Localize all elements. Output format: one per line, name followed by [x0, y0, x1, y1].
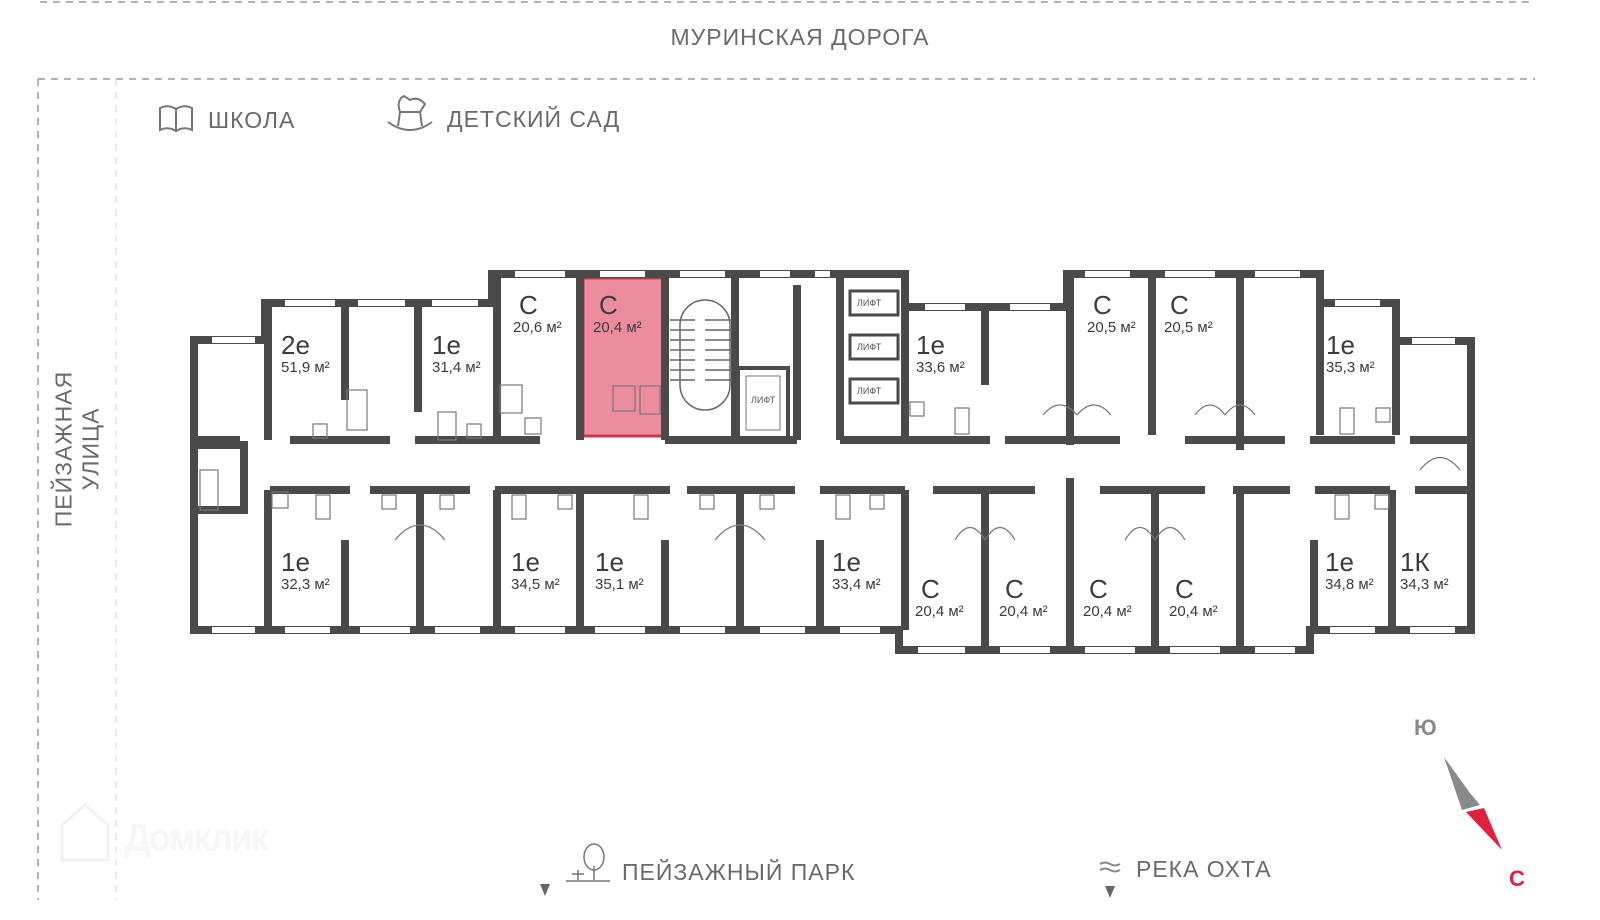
street-left-label: ПЕЙЗАЖНАЯ УЛИЦА: [50, 370, 104, 528]
domclick-watermark: Домклик: [60, 803, 268, 862]
apartment-area: 34,8 м²: [1325, 576, 1374, 593]
apartment-type: С: [1089, 574, 1108, 604]
apartment-area: 20,5 м²: [1164, 319, 1213, 336]
apartment-type: 1е: [595, 547, 624, 577]
kindergarten-rocking-horse-icon: [387, 94, 433, 131]
compass-north-label: С: [1509, 866, 1525, 891]
apartment-type: 1е: [916, 330, 945, 360]
apartment-area: 34,5 м²: [511, 576, 560, 593]
apartment-area: 20,4 м²: [1083, 603, 1132, 620]
apartment-type: 1е: [432, 330, 461, 360]
apartment-type: С: [1093, 290, 1112, 320]
kindergarten-label: ДЕТСКИЙ САД: [447, 106, 621, 132]
apartment-type: С: [599, 290, 618, 320]
apartment-type: 2е: [281, 330, 310, 360]
apartment-type: 1е: [1326, 330, 1355, 360]
elevator-label: ЛИФТ: [751, 395, 776, 405]
staircase: [670, 299, 732, 411]
bathroom-fixtures: [199, 384, 1461, 541]
apartment-type: С: [1175, 574, 1194, 604]
apartment-area: 20,4 м²: [593, 319, 642, 336]
site-boundary: [37, 1, 1535, 900]
apartment-type: С: [921, 574, 940, 604]
park-tree-icon: [566, 843, 610, 882]
elevators: ЛИФТ ЛИФТ ЛИФТ ЛИФТ: [736, 289, 900, 440]
school-label: ШКОЛА: [208, 107, 296, 133]
compass-south-label: Ю: [1414, 715, 1437, 740]
apartment-type: С: [519, 290, 538, 320]
compass-icon: [1444, 757, 1502, 850]
apartment-area: 33,4 м²: [832, 576, 881, 593]
park-label: ПЕЙЗАЖНЫЙ ПАРК: [622, 859, 856, 885]
apartment-area: 33,6 м²: [916, 359, 965, 376]
apartment-area: 51,9 м²: [281, 359, 330, 376]
apartment-area: 34,3 м²: [1400, 576, 1449, 593]
apartment-area: 35,1 м²: [595, 576, 644, 593]
river-direction-arrow-icon: [1105, 886, 1115, 898]
elevator-label: ЛИФТ: [857, 298, 882, 308]
river-label: РЕКА ОХТА: [1136, 856, 1272, 882]
apartment-type: 1е: [281, 547, 310, 577]
school-book-icon: [159, 105, 193, 133]
apartment-type: 1е: [832, 547, 861, 577]
apartment-area: 20,4 м²: [1169, 603, 1218, 620]
apartment-type: С: [1005, 574, 1024, 604]
apartment-type: 1К: [1400, 547, 1430, 577]
apartment-area: 32,3 м²: [281, 576, 330, 593]
park-direction-arrow-icon: [540, 884, 550, 896]
street-top-label: МУРИНСКАЯ ДОРОГА: [670, 24, 930, 50]
apartment-type: С: [1170, 290, 1189, 320]
svg-text:Домклик: Домклик: [125, 817, 268, 858]
apartment-area: 20,6 м²: [513, 319, 562, 336]
apartment-area: 35,3 м²: [1326, 359, 1375, 376]
apartment-type: 1е: [511, 547, 540, 577]
apartment-area: 20,4 м²: [999, 603, 1048, 620]
elevator-label: ЛИФТ: [857, 342, 882, 352]
river-waves-icon: [1099, 861, 1121, 873]
apartment-area: 20,4 м²: [915, 603, 964, 620]
apartment-area: 20,5 м²: [1087, 319, 1136, 336]
building-walls: [190, 270, 1475, 654]
windows: [212, 271, 1455, 653]
apartment-type: 1е: [1325, 547, 1354, 577]
elevator-label: ЛИФТ: [857, 386, 882, 396]
apartment-area: 31,4 м²: [432, 359, 481, 376]
